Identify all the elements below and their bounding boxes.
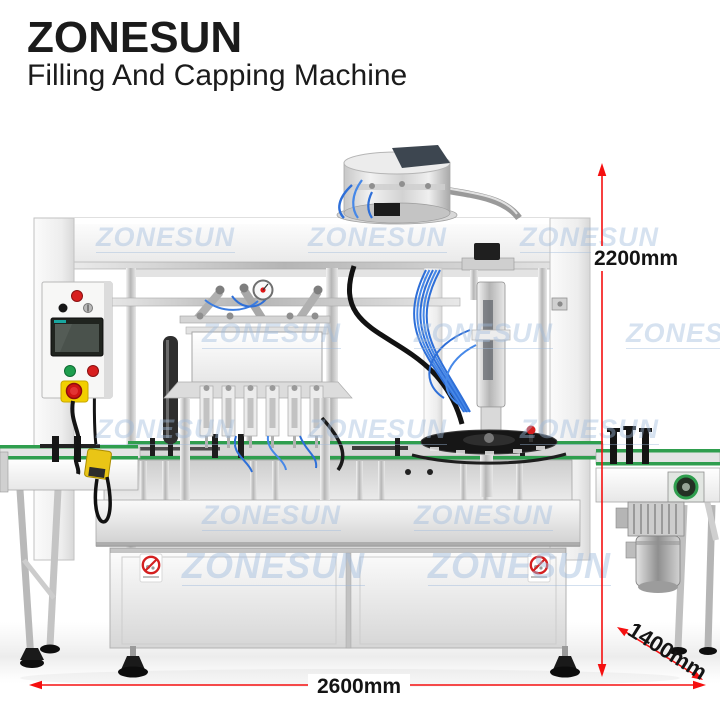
product-subtitle: Filling And Capping Machine [27, 59, 408, 92]
width-dimension-label: 2600mm [308, 674, 411, 700]
capping-station [346, 243, 567, 497]
guide-rail-clamps [607, 426, 652, 464]
drive-motor [615, 501, 685, 593]
pressure-gauge [252, 279, 274, 301]
hmi-screen [50, 317, 104, 357]
cap-feeder-bowl [336, 145, 522, 225]
brand-title: ZONESUN [27, 13, 243, 62]
pneumatic-tubes [413, 269, 477, 413]
height-dimension-arrow [597, 163, 607, 677]
stop-button [87, 365, 99, 377]
control-panel [41, 281, 113, 475]
outfeed-conveyor [595, 426, 720, 655]
stainless-tabletop [95, 499, 581, 547]
filling-nozzles [199, 385, 324, 448]
bottle-sensor [84, 448, 112, 480]
red-button [71, 290, 83, 302]
filling-manifold [191, 331, 323, 383]
emergency-stop-icon [60, 380, 89, 403]
star-wheel [411, 429, 567, 465]
base-cabinet [109, 547, 567, 649]
start-button [64, 365, 76, 377]
infeed-conveyor [0, 301, 141, 668]
machine-base [95, 459, 581, 649]
black-button [58, 303, 68, 313]
height-dimension-label: 2200mm [591, 246, 682, 272]
depth-dimension-arrow [617, 627, 703, 680]
bowl-top-plate [392, 145, 450, 168]
bowl-connector-block [374, 203, 400, 216]
filling-station [163, 279, 353, 500]
cap-chute-tube [444, 186, 522, 221]
prohibition-sticker-icon [139, 553, 163, 583]
bearing-plate [667, 471, 705, 503]
machine-feet [118, 646, 580, 678]
prohibition-sticker-icon [527, 553, 551, 583]
adjustment-knob [526, 425, 536, 435]
